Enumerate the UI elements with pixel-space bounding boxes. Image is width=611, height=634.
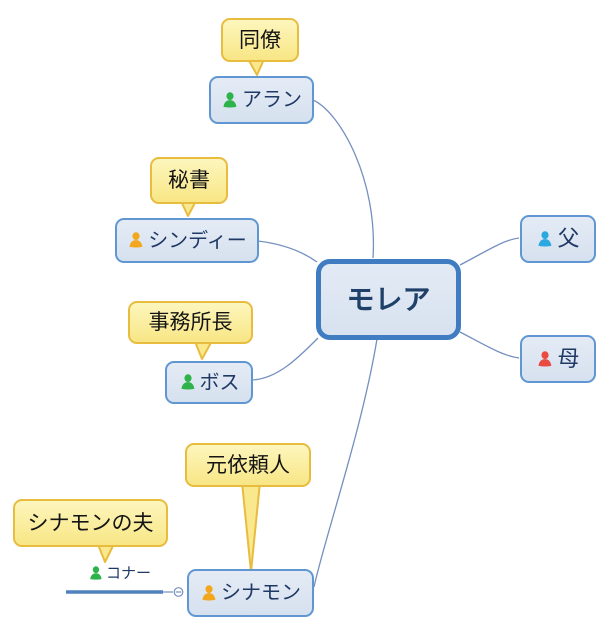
topic-label: ボス <box>199 371 240 394</box>
link-morea-father <box>459 237 520 266</box>
callout-alan[interactable]: 同僚 <box>221 18 299 62</box>
topic-father[interactable]: 父 <box>520 215 596 263</box>
person-icon <box>536 231 553 248</box>
person-icon <box>221 92 238 109</box>
callout-label: 事務所長 <box>148 311 233 334</box>
callout-cinnamon[interactable]: 元依頼人 <box>185 443 311 487</box>
callout-cindy[interactable]: 秘書 <box>150 157 228 204</box>
topic-connor[interactable]: コナー <box>88 566 151 581</box>
callout-label: 同僚 <box>239 28 281 52</box>
callout-boss[interactable]: 事務所長 <box>128 301 253 344</box>
link-morea-alan <box>312 99 375 259</box>
person-icon <box>127 232 144 249</box>
link-morea-cindy <box>257 240 318 263</box>
topic-cindy[interactable]: シンディー <box>115 218 259 263</box>
topic-mother[interactable]: 母 <box>520 335 596 383</box>
topic-label: コナー <box>106 565 152 582</box>
link-morea-cinnamon <box>313 338 378 588</box>
callout-label: シナモンの夫 <box>27 511 154 535</box>
topic-label: 父 <box>557 226 580 251</box>
callout-connor[interactable]: シナモンの夫 <box>13 499 168 547</box>
callout-tail-cinnamon <box>241 481 261 573</box>
topic-label: 母 <box>557 346 580 371</box>
link-morea-boss <box>251 337 319 381</box>
topic-cinnamon[interactable]: シナモン <box>187 569 314 617</box>
link-morea-mother <box>459 331 520 359</box>
topic-morea[interactable]: モレア <box>316 259 461 340</box>
collapse-indicator[interactable] <box>173 587 184 597</box>
person-icon <box>536 351 553 368</box>
topic-label: シンディー <box>148 229 247 252</box>
callout-label: 秘書 <box>168 169 210 192</box>
topic-label: モレア <box>346 283 431 315</box>
callout-label: 元依頼人 <box>206 453 290 477</box>
person-icon <box>88 566 103 581</box>
topic-boss[interactable]: ボス <box>165 361 253 404</box>
topic-label: シナモン <box>221 582 301 604</box>
topic-label: アラン <box>242 89 302 111</box>
person-icon <box>200 585 217 602</box>
person-icon <box>179 374 196 391</box>
topic-alan[interactable]: アラン <box>209 76 314 124</box>
